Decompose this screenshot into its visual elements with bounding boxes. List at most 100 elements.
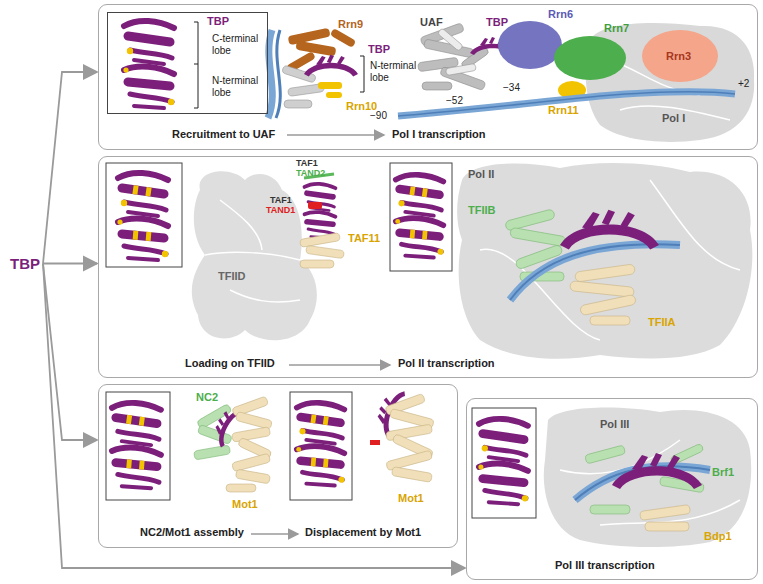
illustration-part: [106, 163, 182, 267]
source-label: TBP: [10, 257, 40, 270]
step-arrow: [287, 134, 384, 136]
illustration-part: [304, 184, 335, 238]
illustration-part: [318, 82, 342, 98]
inset-structure: [390, 163, 452, 271]
illustration-part: [226, 396, 272, 492]
node-text: Pol I transcription: [392, 128, 486, 141]
illustration-part: [276, 30, 280, 118]
illustration-part: [192, 171, 317, 340]
illustration-part: [510, 244, 680, 300]
illustration-part: [418, 23, 490, 91]
node-text: Displacement by Mot1: [305, 526, 421, 539]
inset-structure: [472, 408, 536, 518]
illustration-part: [330, 28, 357, 48]
illustration-part: [282, 65, 325, 108]
illustration-part: [575, 264, 636, 282]
illustration-part: [268, 30, 272, 118]
part-label: Brf1: [712, 466, 734, 478]
illustration-part: [232, 427, 271, 442]
illustration-part: [391, 467, 432, 483]
illustration-part: [385, 393, 434, 482]
pathway-arrow: [43, 263, 97, 265]
nc2-mot1-complex: [194, 396, 273, 492]
illustration-part: [479, 419, 528, 504]
illustration-part: [570, 264, 637, 325]
illustration-part: [290, 392, 352, 500]
illustration-part: [580, 294, 637, 315]
part-label: Mot1: [398, 492, 424, 504]
illustration-part: [386, 424, 433, 441]
illustration-part: [106, 392, 170, 500]
illustration-part: [510, 244, 680, 300]
part-label: NC2: [196, 391, 218, 403]
part-label: Rrn9: [338, 18, 363, 30]
source-text: TBP: [10, 257, 40, 270]
pathway-arrow: [43, 72, 97, 264]
node-text: Recruitment to UAF: [172, 128, 275, 141]
part-label: Rrn6: [548, 8, 573, 20]
part-label: TBP: [486, 16, 508, 28]
illustration-part: [390, 163, 452, 271]
illustration-part: [370, 440, 380, 445]
part-label: UAF: [420, 16, 443, 28]
illustration-part: [194, 22, 198, 108]
position-number: −52: [446, 95, 463, 107]
illustration-part: [544, 407, 751, 547]
part-label: N-terminal lobe: [370, 60, 422, 84]
illustration-part: [226, 484, 256, 492]
part-label: Pol III: [600, 418, 629, 430]
part-label: Rrn11: [548, 104, 579, 116]
node-text: Pol III transcription: [555, 559, 655, 572]
part-label: Rrn3: [666, 50, 691, 62]
illustration-part: [235, 469, 270, 484]
illustration-part: [437, 28, 476, 76]
illustration-part: [642, 30, 718, 82]
node-text: Pol II transcription: [398, 357, 495, 370]
illustration-part: [297, 403, 345, 486]
illustration-part: [590, 505, 630, 514]
node-text: N-terminal lobe: [212, 75, 264, 99]
illustration-part: [300, 260, 334, 268]
illustration-part: [560, 440, 740, 525]
step-arrow: [289, 364, 390, 366]
mot1-complex: [370, 385, 434, 482]
illustration-part: [585, 445, 626, 464]
illustration-part: [295, 41, 336, 57]
illustration-part: [235, 411, 272, 429]
pathway-arrow: [43, 264, 465, 569]
illustration-part: [194, 445, 231, 460]
illustration-part: [590, 316, 630, 325]
illustration-part: [396, 175, 444, 258]
illustration-part: [570, 281, 635, 298]
illustration-part: [304, 55, 358, 77]
inset-structure: [106, 163, 182, 267]
illustration-part: [446, 63, 477, 75]
step-arrow: [251, 533, 298, 535]
illustration-part: [284, 100, 312, 108]
inset-structure: [290, 392, 352, 500]
part-label: TAND1: [266, 204, 295, 216]
illustration-part: [232, 453, 271, 472]
pol-iii-complex: [544, 407, 751, 547]
illustration-part: [300, 233, 345, 268]
part-label: TAF1: [296, 157, 318, 169]
illustration-part: [612, 453, 702, 489]
part-label: Pol I: [662, 112, 685, 124]
position-number: −34: [503, 82, 520, 94]
illustration-part: [296, 428, 344, 483]
part-label: TAF11: [348, 232, 380, 244]
illustration-part: [505, 209, 556, 232]
illustration-part: [318, 82, 342, 89]
illustration-part: [117, 200, 168, 257]
node-text: C-terminal lobe: [212, 33, 264, 57]
node-text: Loading on TFIID: [185, 357, 275, 370]
illustration-part: [124, 21, 174, 108]
illustration-part: [437, 28, 463, 51]
illustration-part: [127, 419, 145, 465]
illustration-part: [560, 210, 659, 250]
part-label: Mot1: [232, 498, 258, 510]
part-label: Pol II: [468, 168, 494, 180]
illustration-part: [422, 82, 452, 90]
